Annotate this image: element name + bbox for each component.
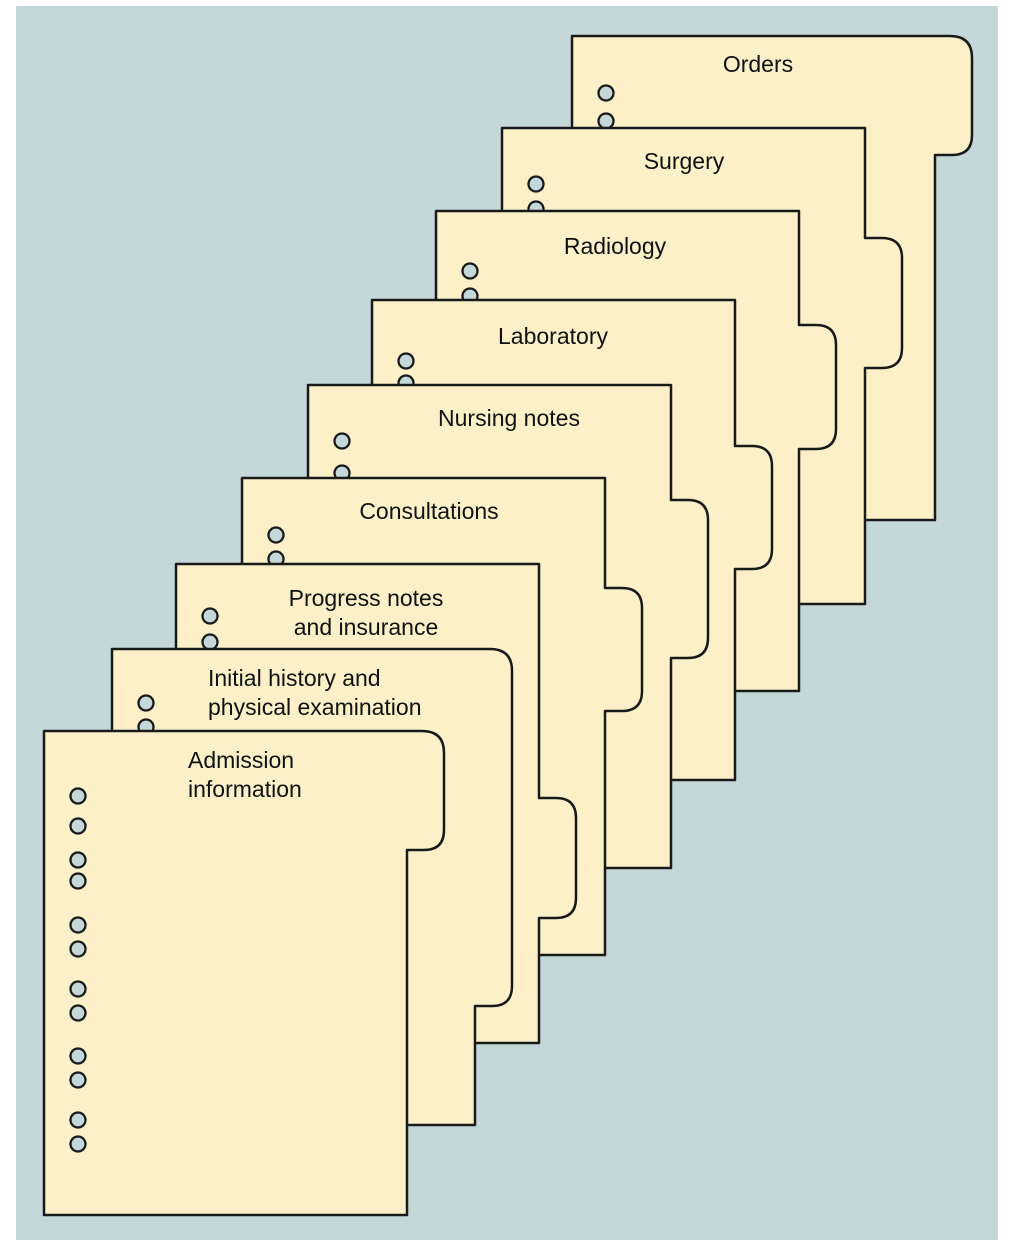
divider-sheet: [42, 729, 446, 1217]
binder-hole: [397, 352, 415, 370]
binder-hole: [69, 1135, 87, 1153]
binder-hole: [69, 980, 87, 998]
binder-hole: [333, 432, 351, 450]
divider-stack: OrdersSurgeryRadiologyLaboratoryNursing …: [42, 34, 974, 1217]
binder-hole: [461, 262, 479, 280]
divider-label: information: [188, 776, 302, 802]
divider-label: Consultations: [359, 498, 498, 524]
divider-label: Surgery: [644, 148, 725, 174]
divider-label: Radiology: [564, 233, 667, 259]
binder-hole: [69, 940, 87, 958]
divider-label: physical examination: [208, 694, 422, 720]
divider-admission-information: Admission information: [42, 729, 446, 1217]
divider-label: Orders: [723, 51, 793, 77]
binder-hole: [69, 1111, 87, 1129]
divider-label: Progress notes: [289, 585, 444, 611]
binder-hole: [201, 607, 219, 625]
divider-label: Admission: [188, 747, 294, 773]
binder-hole: [69, 851, 87, 869]
divider-label: Initial history and: [208, 665, 381, 691]
divider-label: and insurance: [294, 614, 439, 640]
binder-hole: [597, 112, 615, 130]
divider-label: Nursing notes: [438, 405, 580, 431]
binder-hole: [597, 84, 615, 102]
binder-hole: [69, 1047, 87, 1065]
divider-label: Laboratory: [498, 323, 608, 349]
binder-hole: [201, 633, 219, 651]
binder-hole: [69, 872, 87, 890]
binder-hole: [267, 526, 285, 544]
binder-hole: [69, 787, 87, 805]
binder-hole: [527, 175, 545, 193]
binder-hole: [69, 1071, 87, 1089]
binder-hole: [137, 694, 155, 712]
binder-hole: [69, 817, 87, 835]
binder-hole: [69, 916, 87, 934]
binder-hole: [69, 1004, 87, 1022]
